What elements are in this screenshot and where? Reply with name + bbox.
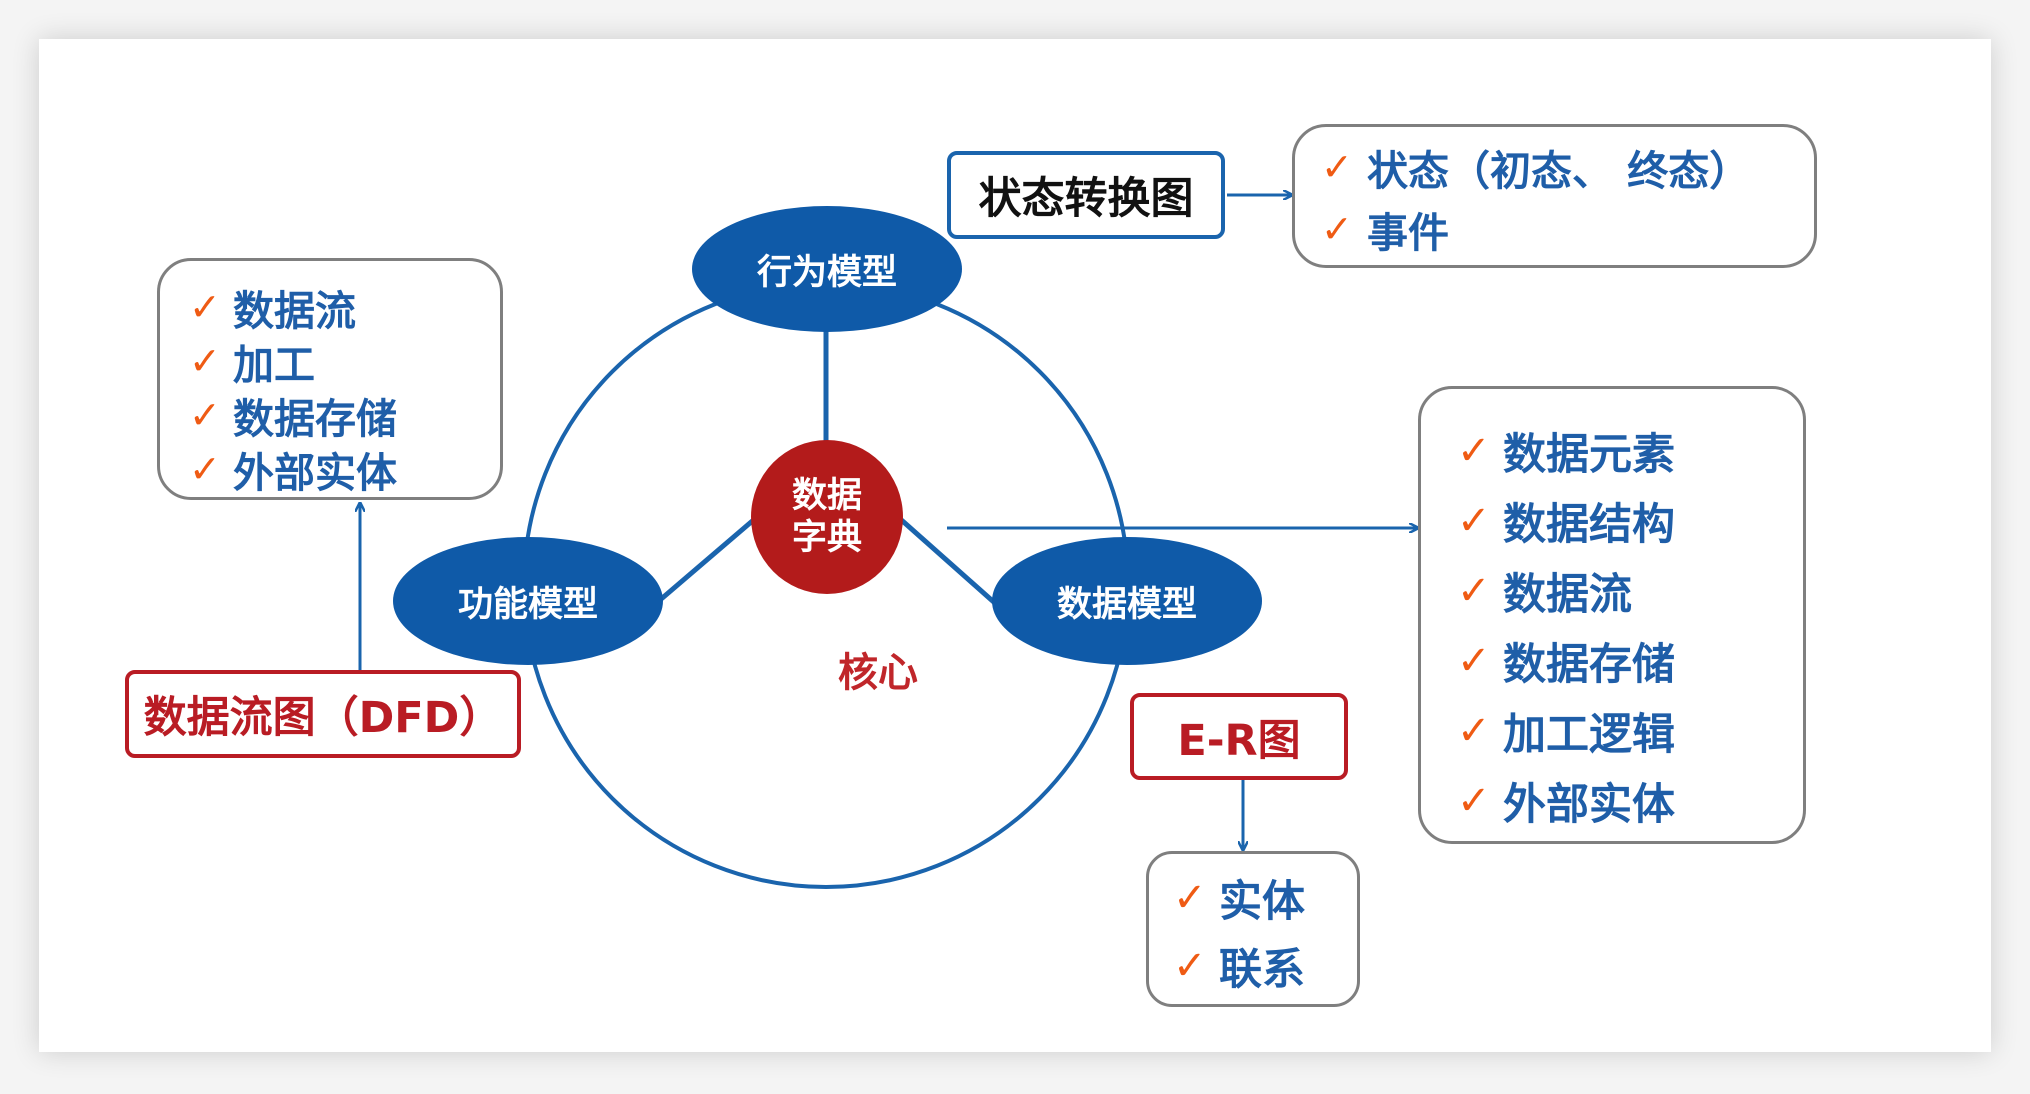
dfd-item-label: 加工 <box>233 341 315 389</box>
behavior-model-node: 行为模型 <box>692 206 962 332</box>
state-diagram-items-box: ✓ 状态（初态、 终态） ✓ 事件 <box>1292 124 1817 268</box>
core-caption: 核心 <box>838 650 918 696</box>
list-item: ✓ 加工 <box>189 334 397 389</box>
list-item: ✓ 数据流 <box>1457 556 1675 626</box>
er-items-box: ✓ 实体 ✓ 联系 <box>1146 851 1360 1007</box>
state-item-label: 事件 <box>1367 209 1449 257</box>
list-item: ✓ 事件 <box>1321 198 1750 260</box>
checkmark-icon: ✓ <box>1321 145 1353 189</box>
data-dictionary-items-box: ✓ 数据元素 ✓ 数据结构 ✓ 数据流 ✓ 数据存储 ✓ 加工逻辑 ✓ 外部实体 <box>1418 386 1806 844</box>
checkmark-icon: ✓ <box>189 393 221 437</box>
dfd-item-label: 数据存储 <box>233 395 397 443</box>
spoke-data <box>896 515 998 606</box>
checkmark-icon: ✓ <box>189 339 221 383</box>
data-dictionary-node: 数据 字典 <box>751 440 903 594</box>
er-label: E-R图 <box>1177 715 1301 766</box>
behavior-model-label: 行为模型 <box>756 252 897 293</box>
dictionary-item-label: 数据结构 <box>1503 500 1675 550</box>
dfd-item-label: 外部实体 <box>233 449 397 497</box>
checkmark-icon: ✓ <box>189 447 221 491</box>
state-diagram-label: 状态转换图 <box>978 174 1194 224</box>
list-item: ✓ 加工逻辑 <box>1457 696 1675 766</box>
list-item: ✓ 联系 <box>1173 932 1305 1000</box>
state-diagram-label-box: 状态转换图 <box>947 151 1225 239</box>
data-model-node: 数据模型 <box>992 537 1262 665</box>
checkmark-icon: ✓ <box>1457 778 1491 824</box>
dfd-items-box: ✓ 数据流 ✓ 加工 ✓ 数据存储 ✓ 外部实体 <box>157 258 503 500</box>
list-item: ✓ 外部实体 <box>189 442 397 497</box>
dictionary-item-label: 数据存储 <box>1503 640 1675 690</box>
checkmark-icon: ✓ <box>1457 708 1491 754</box>
function-model-node: 功能模型 <box>393 537 663 665</box>
list-item: ✓ 数据元素 <box>1457 416 1675 486</box>
list-item: ✓ 状态（初态、 终态） <box>1321 136 1750 198</box>
list-item: ✓ 数据存储 <box>1457 626 1675 696</box>
er-item-label: 实体 <box>1219 877 1305 927</box>
checkmark-icon: ✓ <box>1173 943 1207 989</box>
dfd-item-label: 数据流 <box>233 287 356 335</box>
er-item-label: 联系 <box>1219 945 1305 995</box>
list-item: ✓ 数据结构 <box>1457 486 1675 556</box>
checkmark-icon: ✓ <box>1457 428 1491 474</box>
er-label-box: E-R图 <box>1130 693 1348 780</box>
list-item: ✓ 数据流 <box>189 280 397 335</box>
checkmark-icon: ✓ <box>1457 498 1491 544</box>
dictionary-item-label: 数据元素 <box>1503 430 1675 480</box>
dfd-label: 数据流图（DFD） <box>143 693 503 743</box>
dictionary-item-label: 加工逻辑 <box>1503 710 1675 760</box>
checkmark-icon: ✓ <box>1173 875 1207 921</box>
spoke-function <box>658 515 759 602</box>
list-item: ✓ 数据存储 <box>189 388 397 443</box>
core-line-2: 字典 <box>791 518 862 558</box>
dictionary-item-label: 外部实体 <box>1503 780 1675 830</box>
function-model-label: 功能模型 <box>457 584 598 625</box>
data-model-label: 数据模型 <box>1056 584 1197 625</box>
state-item-label: 状态（初态、 终态） <box>1367 147 1751 195</box>
dictionary-item-label: 数据流 <box>1503 570 1632 620</box>
list-item: ✓ 外部实体 <box>1457 766 1675 836</box>
checkmark-icon: ✓ <box>189 285 221 329</box>
core-line-1: 数据 <box>791 476 862 516</box>
checkmark-icon: ✓ <box>1457 638 1491 684</box>
checkmark-icon: ✓ <box>1457 568 1491 614</box>
checkmark-icon: ✓ <box>1321 207 1353 251</box>
list-item: ✓ 实体 <box>1173 864 1305 932</box>
dfd-label-box: 数据流图（DFD） <box>125 670 521 758</box>
